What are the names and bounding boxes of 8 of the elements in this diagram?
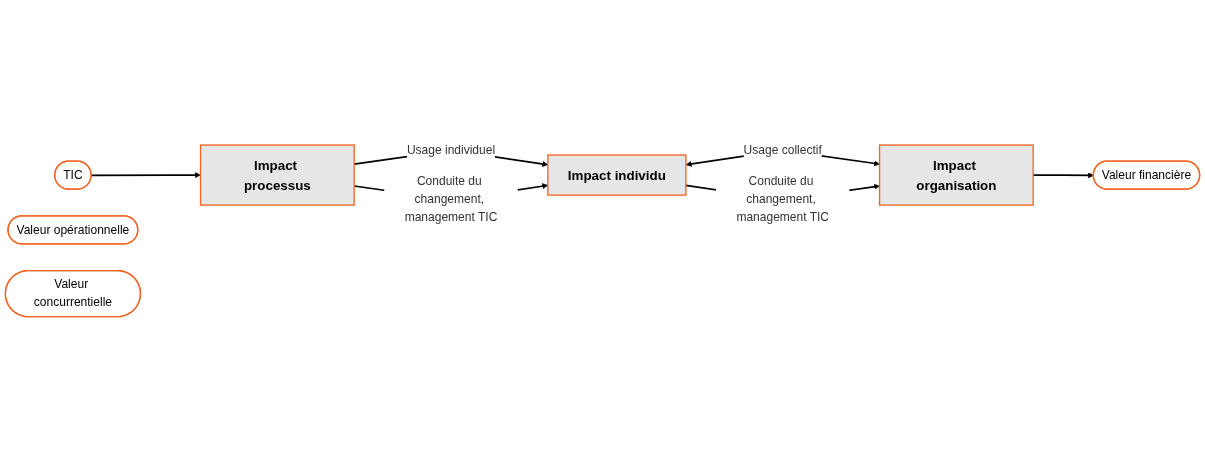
edge-label: Usage individuel xyxy=(406,143,496,157)
node-box: Impact organisation xyxy=(878,144,1034,206)
edge-label: Conduite du changement, management TIC xyxy=(404,174,498,225)
arrow xyxy=(90,172,201,178)
node-box: Impact processus xyxy=(199,144,355,206)
edge-label: Usage collectif xyxy=(743,143,822,157)
node-box: Impact individu xyxy=(547,154,687,196)
edge-label: Conduite du changement, management TIC xyxy=(736,174,830,225)
